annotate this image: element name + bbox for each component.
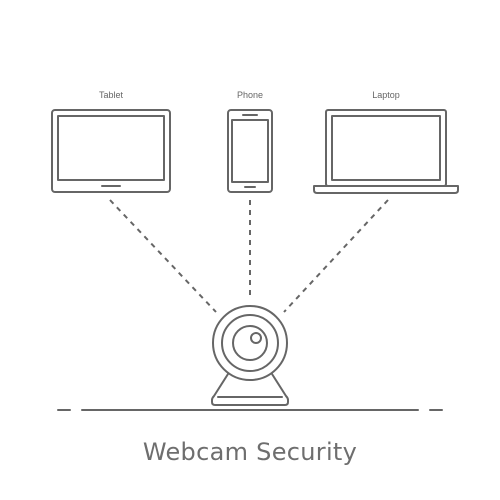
phone-label: Phone [236, 90, 264, 100]
laptop-label: Laptop [372, 90, 400, 100]
laptop-icon [313, 109, 459, 194]
laptop-connection-line [283, 199, 389, 313]
webcam-icon [211, 305, 289, 406]
phone-icon [227, 109, 273, 193]
tablet-label: Tablet [98, 90, 124, 100]
page-title: Webcam Security [142, 438, 358, 466]
tablet-icon [51, 109, 171, 193]
tablet-connection-line [109, 199, 217, 313]
